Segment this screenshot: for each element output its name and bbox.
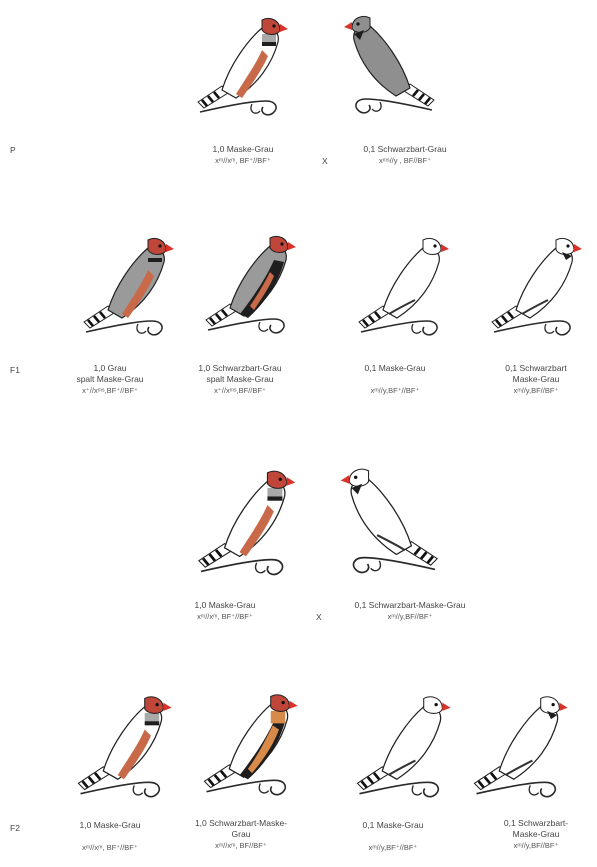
label-f2-3: 0,1 Maske-Grau xᵐ//y,BF⁺//BF⁺ (338, 820, 448, 853)
genotype: xᵐ//xᵐ, BF//BF⁺ (176, 840, 306, 851)
genotype: xᵐ//xᵐ, BF⁺//BF⁺ (170, 611, 280, 622)
subname: Maske-Grau (477, 374, 595, 385)
label-p2-parent-2: 0,1 Schwarzbart-Maske-Grau xᵐ//y,BF//BF⁺ (330, 600, 490, 622)
bird-f2-male-maske-grau (66, 686, 182, 802)
subname: spalt Maske-Grau (180, 374, 300, 385)
generation-label-f2: F2 (10, 823, 20, 833)
bird-f2-male-schwarzbart-maske-grau (192, 684, 308, 800)
label-p-parent-1: 1,0 Maske-Grau xᵐ//xᵐ, BF⁺//BF⁺ (188, 144, 298, 166)
bird-p2-female-schwarzbart-maske-grau (330, 458, 450, 578)
name: 0,1 Schwarzbart-Grau (340, 144, 470, 155)
name: 0,1 Schwarzbart (477, 363, 595, 374)
name: 1,0 Maske-Grau (170, 600, 280, 611)
bird-p-male-maske-grau (192, 8, 292, 120)
genotype: xᵐ//y,BF⁺//BF⁺ (338, 842, 448, 853)
genotype: xᵐ//y,BF//BF⁺ (477, 385, 595, 396)
subname (340, 374, 450, 385)
label-f2-1: 1,0 Maske-Grau xᵐ//xᵐ, BF⁺//BF⁺ (55, 820, 165, 853)
subname: Grau (176, 829, 306, 840)
genotype: xᵐ//y,BF//BF⁺ (330, 611, 490, 622)
name: 0,1 Maske-Grau (338, 820, 448, 831)
label-f1-1: 1,0 Grau spalt Maske-Grau x⁺//xᵐˢ,BF⁺//B… (50, 363, 170, 396)
name: 1,0 Schwarzbart-Maske- (176, 818, 306, 829)
bird-f2-female-maske-grau (345, 686, 461, 802)
genotype: x⁺//xᵐˢ,BF//BF⁺ (180, 385, 300, 396)
cross-symbol-p: X (322, 156, 328, 166)
label-f1-4: 0,1 Schwarzbart Maske-Grau xᵐ//y,BF//BF⁺ (477, 363, 595, 396)
cross-symbol-p2: X (316, 612, 322, 622)
bird-p2-male-maske-grau (190, 460, 302, 580)
generation-label-f1: F1 (10, 365, 20, 375)
name: 1,0 Maske-Grau (188, 144, 298, 155)
label-f1-2: 1,0 Schwarzbart-Grau spalt Maske-Grau x⁺… (180, 363, 300, 396)
name: 1,0 Maske-Grau (55, 820, 165, 831)
bird-f1-male-schwarzbart-grau (192, 226, 308, 338)
name: 0,1 Schwarzbart-Maske-Grau (330, 600, 490, 611)
generation-label-p: P (10, 145, 16, 155)
label-p2-parent-1: 1,0 Maske-Grau xᵐ//xᵐ, BF⁺//BF⁺ (170, 600, 280, 622)
subname: spalt Maske-Grau (50, 374, 170, 385)
genotype: xᵐ//y,BF//BF⁺ (480, 840, 592, 851)
bird-f1-female-schwarzbart-maske-grau (480, 228, 592, 340)
bird-f1-male-grau (70, 228, 186, 340)
genotype: xᵐ//xᵐ, BF⁺//BF⁺ (188, 155, 298, 166)
bird-f1-female-maske-grau (345, 228, 461, 340)
genotype: xᵐ//y,BF⁺//BF⁺ (340, 385, 450, 396)
genotype: xᵐˢ//y , BF//BF⁺ (340, 155, 470, 166)
genotype: xᵐ//xᵐ, BF⁺//BF⁺ (55, 842, 165, 853)
name: 0,1 Schwarzbart- (480, 818, 592, 829)
label-f1-3: 0,1 Maske-Grau xᵐ//y,BF⁺//BF⁺ (340, 363, 450, 396)
bird-f2-female-schwarzbart-maske-grau (462, 686, 578, 802)
subname: Maske-Grau (480, 829, 592, 840)
subname (338, 831, 448, 842)
name: 1,0 Grau (50, 363, 170, 374)
label-p-parent-2: 0,1 Schwarzbart-Grau xᵐˢ//y , BF//BF⁺ (340, 144, 470, 166)
name: 0,1 Maske-Grau (340, 363, 450, 374)
name: 1,0 Schwarzbart-Grau (180, 363, 300, 374)
bird-p-female-schwarzbart-grau (330, 6, 450, 118)
subname (55, 831, 165, 842)
genotype: x⁺//xᵐˢ,BF⁺//BF⁺ (50, 385, 170, 396)
label-f2-4: 0,1 Schwarzbart- Maske-Grau xᵐ//y,BF//BF… (480, 818, 592, 851)
label-f2-2: 1,0 Schwarzbart-Maske- Grau xᵐ//xᵐ, BF//… (176, 818, 306, 851)
